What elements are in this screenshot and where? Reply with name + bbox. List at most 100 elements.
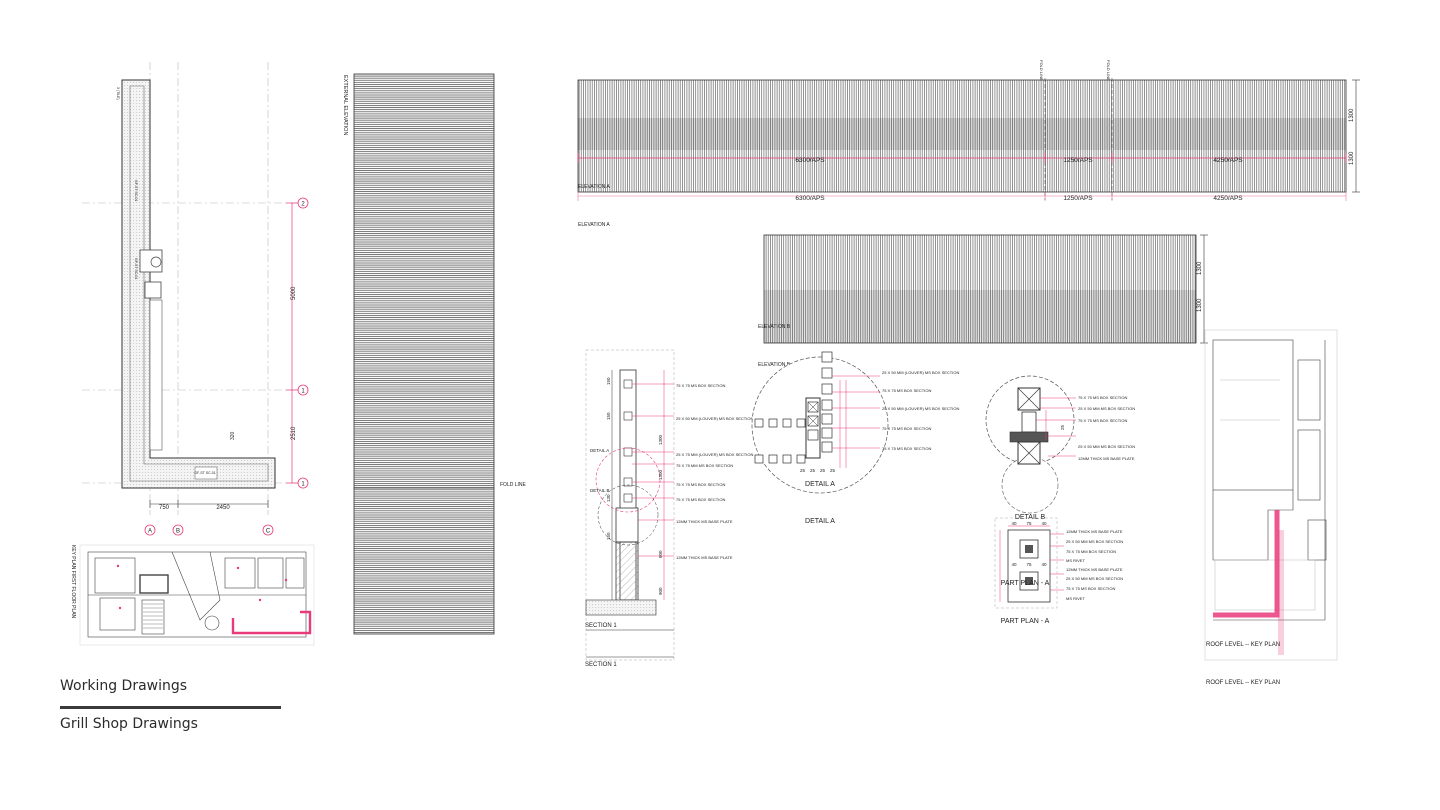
detail-b-note: 25 X 50 MM MS BOX SECTION — [1078, 406, 1135, 411]
detail-b-note: 12MM THICK MS BASE PLATE — [1078, 456, 1135, 461]
detail-a-note: 25 X 50 MM (LOUVER) MS BOX SECTION — [882, 370, 959, 375]
dim-6300: 6300/APS — [795, 195, 825, 202]
dim-1250: 1250/APS — [1063, 195, 1093, 202]
caption-divider — [60, 706, 281, 709]
section-note: 12MM THICK MS BASE PLATE — [676, 519, 733, 524]
part-plan-dim: 40 — [1011, 562, 1017, 567]
section-dim: 150 — [606, 377, 611, 385]
section-1: 150 150 1300 130 150 800 900 1300 75 X 7… — [585, 349, 753, 668]
part-plan-note: 75 X 75 MM BOX SECTION — [1066, 549, 1116, 554]
section-dim: 150 — [606, 412, 611, 420]
section-note: 12MM THICK MS BASE PLATE — [676, 555, 733, 560]
part-plan-note: 12MM THICK MS BASE PLATE — [1066, 529, 1123, 534]
detail-a-dim: 25 — [820, 468, 826, 473]
dim-750: 750 — [159, 505, 170, 511]
plan-note: GF-ST SC-01 — [134, 180, 138, 201]
elevation-b-label: ELEVATION B — [758, 324, 791, 330]
elevation-a-label: ELEVATION A — [578, 222, 610, 228]
dim-5000: 5000 — [291, 286, 297, 300]
grid-letter: B — [176, 529, 180, 535]
detail-a-label: DETAIL A — [805, 518, 835, 525]
detail-a-note: 75 X 75 MS BOX SECTION — [882, 388, 931, 393]
dim-1300: 1300 — [1197, 298, 1203, 312]
detail-a-dim: 25 — [810, 468, 816, 473]
section-label: SECTION 1 — [585, 623, 617, 629]
floor-plan: 2 1 1 5000 2510 320 750 2450 A B C 3 (TI… — [82, 62, 309, 536]
section-note: 25 X 75 MM (LOUVER) MS BOX SECTION — [676, 452, 753, 457]
section-note: 25 X 50 MM (LOUVER) MS BOX SECTION — [676, 416, 753, 421]
elevation-b: 1300 1300 ELEVATION B ELEVATION B — [758, 234, 1208, 368]
external-elevation-label: EXTERNAL ELEVATION — [342, 75, 348, 135]
detail-a: 25 X 50 MM (LOUVER) MS BOX SECTION 75 X … — [751, 351, 959, 525]
grid-letter: C — [266, 529, 271, 535]
plan-note: GF-ST SC-01 — [134, 258, 138, 279]
grid-letter: A — [148, 529, 152, 535]
part-plan-a: 40 75 40 40 75 40 12MM THICK MS BASE PLA… — [994, 517, 1123, 625]
dim-1300: 1300 — [1197, 261, 1203, 275]
part-plan-note: 75 X 75 MS BOX SECTION — [1066, 586, 1115, 591]
caption-grill-shop-drawings: Grill Shop Drawings — [60, 716, 198, 732]
external-elevation: EXTERNAL ELEVATION FOLD LINE — [342, 73, 527, 635]
part-plan-dim: 75 — [1026, 521, 1032, 526]
section-dim: 800 — [658, 550, 663, 558]
section-note: 75 X 75 MS BOX SECTION — [676, 482, 725, 487]
elevation-b-label: ELEVATION B — [758, 362, 791, 368]
part-plan-label: PART PLAN - A — [1001, 580, 1050, 587]
detail-b-label: DETAIL B — [1015, 514, 1046, 521]
dim-4250: 4250/APS — [1213, 195, 1243, 202]
dim-2510: 2510 — [291, 426, 297, 440]
fold-line-label: FOLD LINE — [1039, 60, 1044, 81]
elevation-a-label: ELEVATION A — [578, 184, 610, 190]
detail-a-note: 25 X 50 MM (LOUVER) MS BOX SECTION — [882, 406, 959, 411]
dim-1300: 1300 — [1349, 108, 1355, 122]
grid-bubbles-numbers: 2 1 1 — [297, 197, 309, 489]
detail-tag: DETAIL B — [590, 488, 610, 493]
dim-6300: 6300/APS — [795, 157, 825, 164]
detail-b-note: 75 X 75 MS BOX SECTION — [1078, 395, 1127, 400]
part-plan-dim: 40 — [1041, 562, 1047, 567]
part-plan-dim: 40 — [1011, 521, 1017, 526]
grid-bubbles-letters: A B C — [144, 524, 274, 536]
fold-line-label: FOLD LINE — [500, 482, 527, 488]
dim-4250: 4250/APS — [1213, 157, 1243, 164]
grid-number: 2 — [301, 202, 305, 208]
key-plan-first-floor: KEY PLAN FIRST FLOOR PLAN — [70, 544, 315, 646]
part-plan-note: 12MM THICK MS BASE PLATE — [1066, 567, 1123, 572]
dim-320: 320 — [230, 431, 236, 440]
section-label: SECTION 1 — [585, 662, 617, 668]
dim-1300: 1300 — [1349, 151, 1355, 165]
grid-number: 1 — [301, 389, 305, 395]
part-plan-note: 25 X 50 MM MS BOX SECTION — [1066, 539, 1123, 544]
section-note: 75 X 75 MM MS BOX SECTION — [676, 463, 733, 468]
detail-a-label: DETAIL A — [805, 481, 835, 488]
detail-a-note: 75 X 75 MS BOX SECTION — [882, 446, 931, 451]
roof-key-plan-label: ROOF LEVEL -- KEY PLAN — [1206, 680, 1280, 686]
plan-note: 3 (TILE) — [116, 87, 120, 100]
detail-tag: DETAIL A — [590, 448, 609, 453]
caption-working-drawings: Working Drawings — [60, 678, 188, 694]
detail-b: 75 X 75 MS BOX SECTION 25 X 50 MM MS BOX… — [985, 375, 1135, 521]
part-plan-dim: 40 — [1041, 521, 1047, 526]
part-plan-note: MS RIVET — [1066, 596, 1085, 601]
section-dim: 1300 — [658, 434, 663, 445]
detail-a-dim: 25 — [830, 468, 836, 473]
part-plan-note: MS RIVET — [1066, 558, 1085, 563]
roof-key-plan: ROOF LEVEL -- KEY PLAN ROOF LEVEL -- KEY… — [1204, 329, 1338, 686]
detail-a-dim: 25 — [800, 468, 806, 473]
detail-b-dim: 25 — [1060, 424, 1065, 430]
plan-note: GF-ST SC-01 — [194, 471, 215, 475]
section-note: 75 X 75 MS BOX SECTION — [676, 497, 725, 502]
grid-number: 1 — [301, 482, 305, 488]
detail-b-note: 25 X 50 MM MS BOX SECTION — [1078, 444, 1135, 449]
detail-b-note: 75 X 75 MS BOX SECTION — [1078, 418, 1127, 423]
section-note: 75 X 75 MS BOX SECTION — [676, 383, 725, 388]
part-plan-dim: 75 — [1026, 562, 1032, 567]
section-dim: 130 — [606, 494, 611, 502]
elevation-a: FOLD LINE FOLD LINE 6300/APS 1250/APS 42… — [577, 60, 1360, 228]
part-plan-label: PART PLAN - A — [1001, 618, 1050, 625]
fold-line-label: FOLD LINE — [1106, 60, 1111, 81]
detail-a-note: 75 X 75 MS BOX SECTION — [882, 426, 931, 431]
dim-2450: 2450 — [216, 505, 230, 511]
roof-key-plan-label: ROOF LEVEL -- KEY PLAN — [1206, 642, 1280, 648]
